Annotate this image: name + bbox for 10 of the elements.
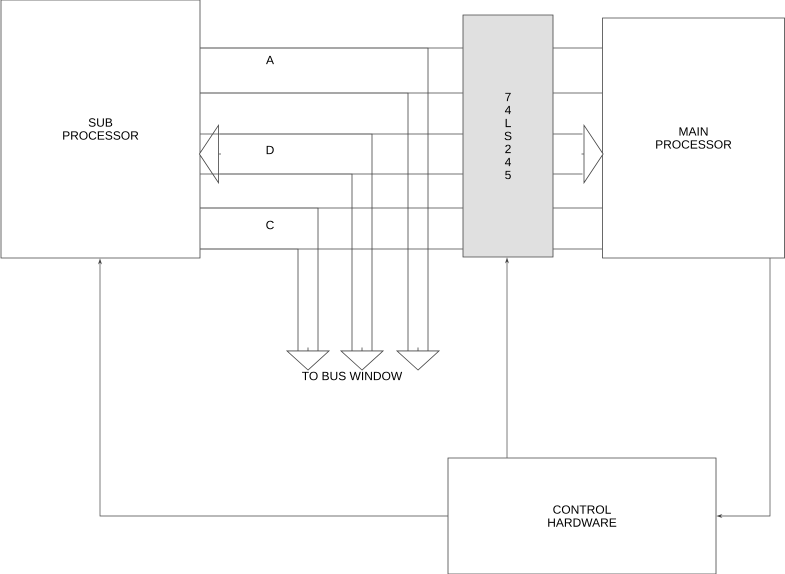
- control-box: CONTROL HARDWARE: [448, 458, 716, 574]
- edge-label: C: [264, 220, 276, 230]
- processor-box: SUB PROCESSOR: [0, 0, 200, 258]
- processor-box: MAIN PROCESSOR: [602, 18, 785, 258]
- bus-line: [553, 208, 602, 250]
- edge-label: A: [265, 54, 275, 66]
- chip-box: 7 4 L S 2 4 5: [462, 14, 554, 258]
- bus-line: [553, 48, 602, 94]
- bus-window-label: TO BUS WINDOW: [302, 372, 402, 380]
- edge-label: D: [264, 144, 276, 156]
